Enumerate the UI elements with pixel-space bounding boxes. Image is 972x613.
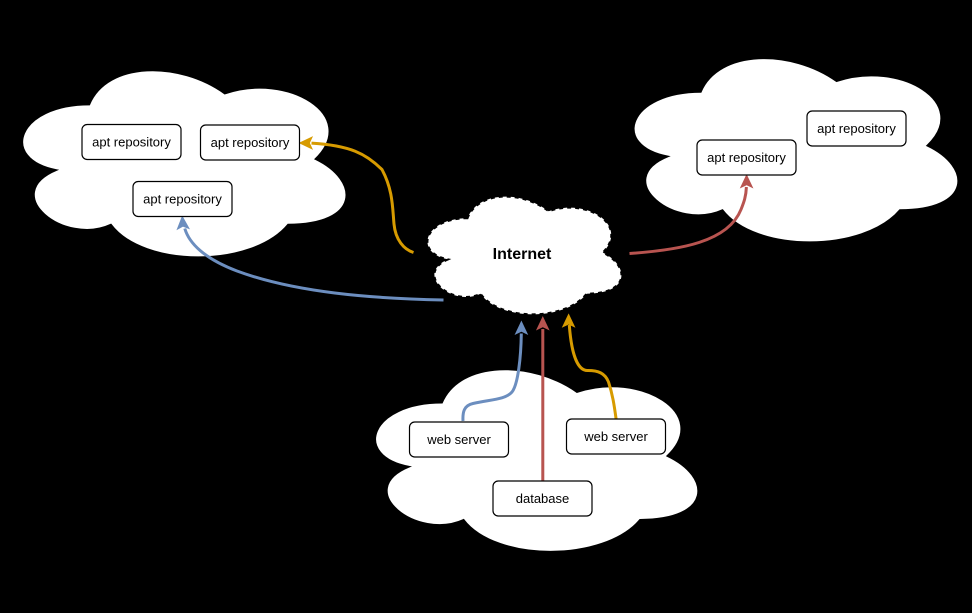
svg-text:database: database xyxy=(516,491,570,506)
svg-text:apt repository: apt repository xyxy=(707,150,786,165)
svg-text:web server: web server xyxy=(426,432,491,447)
svg-text:web server: web server xyxy=(583,429,648,444)
svg-text:apt repository: apt repository xyxy=(92,135,171,150)
svg-text:apt repository: apt repository xyxy=(143,192,222,207)
svg-text:Internet: Internet xyxy=(493,246,552,263)
svg-text:apt repository: apt repository xyxy=(211,135,290,150)
svg-text:apt repository: apt repository xyxy=(817,121,896,136)
